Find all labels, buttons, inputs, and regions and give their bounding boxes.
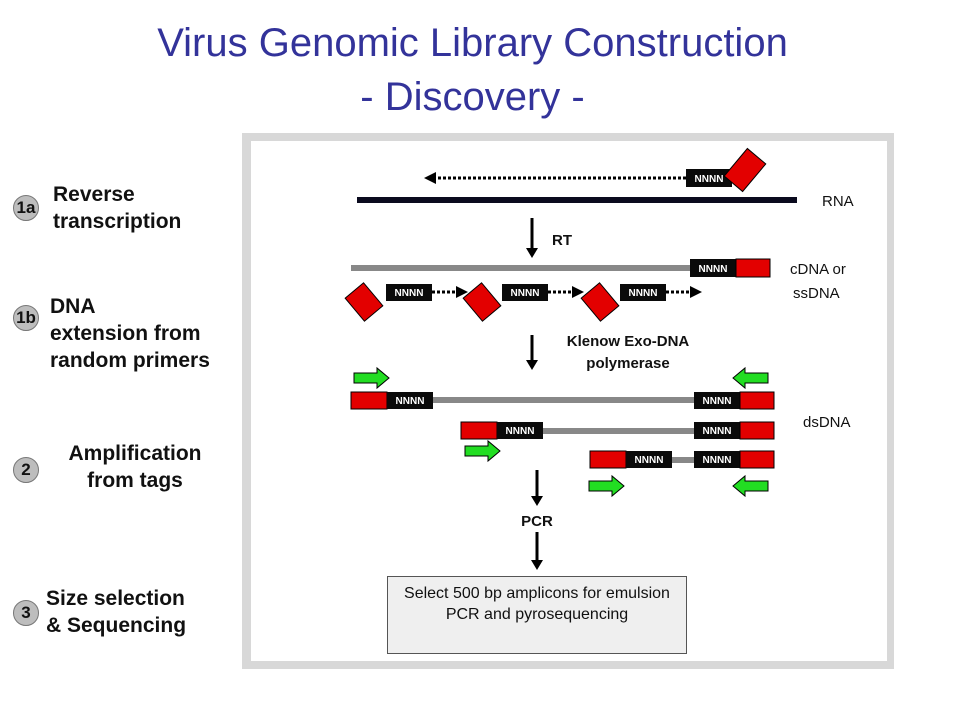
title-line-1: Virus Genomic Library Construction	[157, 21, 788, 65]
green-primer-forward	[353, 366, 390, 390]
step-label-amplification: Amplification from tags	[68, 442, 202, 492]
green-primer-forward	[464, 439, 501, 463]
cdna-label-line-2: ssDNA	[793, 285, 840, 302]
rt-arrow-head	[526, 248, 538, 258]
dsdna-fragment-2: NNNN NNNN	[460, 421, 775, 440]
tag-label: NNNN	[703, 396, 732, 407]
random-primer-3: NNNN	[580, 282, 702, 322]
pcr-label: PCR	[521, 513, 553, 530]
tag-label: NNNN	[695, 174, 724, 185]
dsdna-fragment-1: NNNN NNNN	[350, 391, 775, 410]
klenow-label-line-2: polymerase	[586, 355, 669, 372]
step-badge-1a: 1a	[13, 195, 39, 221]
tag-label: NNNN	[395, 288, 424, 299]
step-label-reverse-transcription: Reverse transcription	[53, 183, 182, 233]
tag-label: NNNN	[703, 455, 732, 466]
pcr-arrow-upper-head	[531, 496, 543, 506]
step-badge-2: 2	[13, 457, 39, 483]
tag-block	[686, 169, 732, 187]
red-tag	[735, 258, 771, 278]
dsdna-fragment-3: NNNN NNNN	[589, 450, 775, 469]
rna-label: RNA	[822, 193, 854, 210]
tag-label: NNNN	[699, 264, 728, 275]
tag-label: NNNN	[703, 426, 732, 437]
rt-arrowhead	[424, 172, 436, 184]
size-selection-box: Select 500 bp amplicons for emulsion PCR…	[387, 576, 687, 654]
step-badge-3: 3	[13, 600, 39, 626]
tag-block	[690, 259, 736, 277]
tag-label: NNNN	[635, 455, 664, 466]
tag-label: NNNN	[396, 396, 425, 407]
pcr-arrow-lower-head	[531, 560, 543, 570]
cdna-label-line-1: cDNA or	[790, 261, 846, 278]
rt-label: RT	[552, 232, 572, 249]
green-primer-forward	[588, 474, 625, 498]
klenow-arrow-head	[526, 360, 538, 370]
tag-label: NNNN	[629, 288, 658, 299]
step-label-dna-extension: DNA extension from random primers	[50, 295, 210, 372]
klenow-label-line-1: Klenow Exo-DNA	[567, 333, 690, 350]
green-primer-reverse	[732, 474, 769, 498]
tag-label: NNNN	[506, 426, 535, 437]
random-primer-1: NNNN	[344, 282, 468, 322]
dsdna-label: dsDNA	[803, 414, 851, 431]
red-tag	[723, 147, 767, 193]
random-primer-2: NNNN	[462, 282, 584, 322]
step-badge-1b: 1b	[13, 305, 39, 331]
title-line-2: - Discovery -	[360, 75, 585, 119]
tag-label: NNNN	[511, 288, 540, 299]
green-primer-reverse	[732, 366, 769, 390]
step-label-size-selection: Size selection & Sequencing	[46, 587, 187, 637]
